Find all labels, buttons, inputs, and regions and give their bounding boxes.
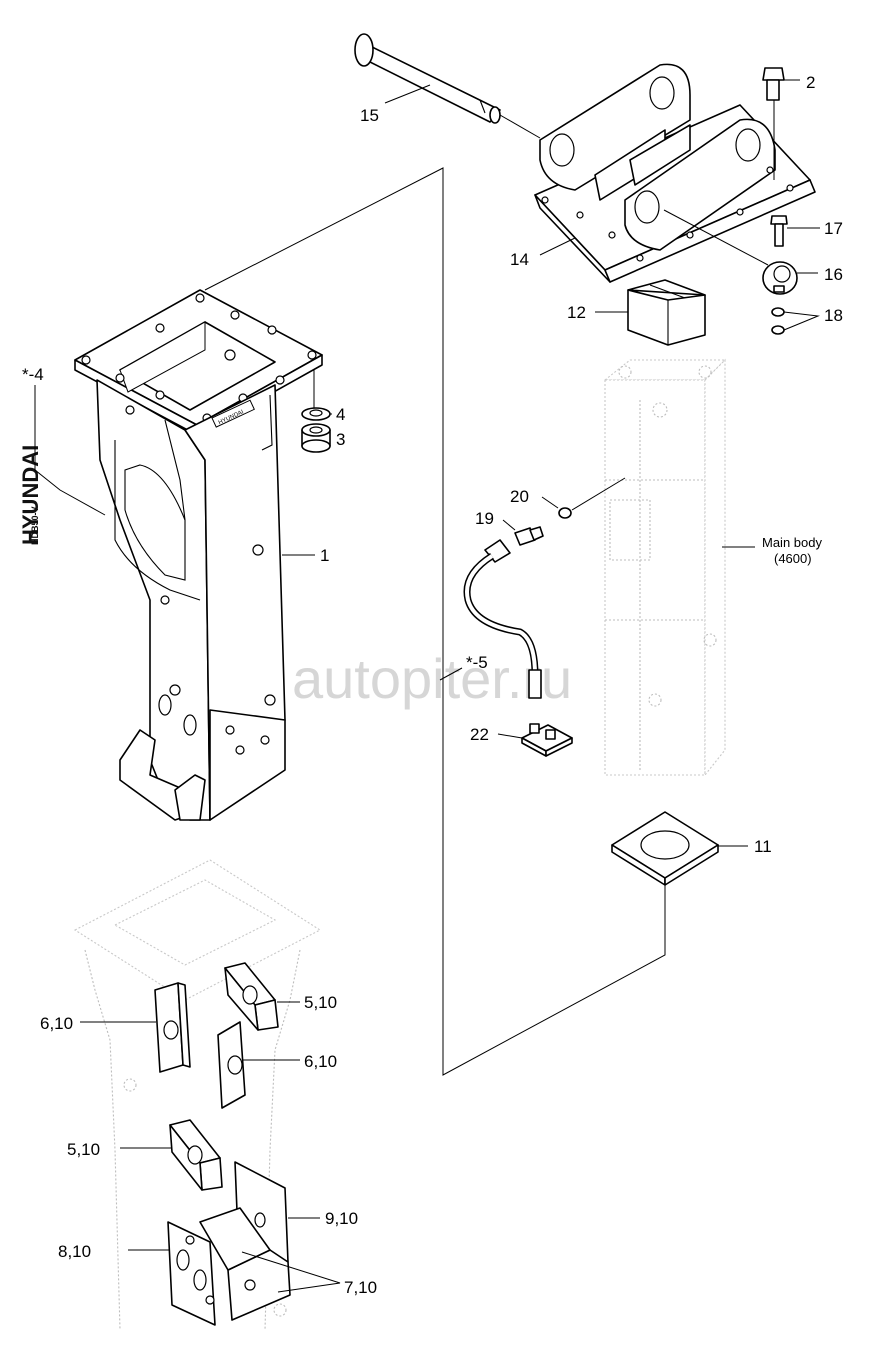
bushing-part-3 (301, 370, 331, 453)
plate-part-8 (128, 1221, 216, 1326)
assembly-guide-lines (204, 167, 666, 1076)
watermark-text: autopiter.ru (292, 647, 572, 710)
adapter-part-19 (502, 519, 544, 546)
bolt-part-2 (762, 67, 800, 180)
label-12: 12 (567, 303, 586, 322)
bracket-part-14 (499, 63, 816, 283)
shim-part-5-upper (224, 962, 300, 1031)
label-11: 11 (754, 837, 772, 856)
shim-part-6-right (217, 1021, 300, 1109)
label-15: 15 (360, 106, 379, 125)
label-star-4: *-4 (22, 365, 44, 384)
side-brand-text: HYUNDAI (18, 445, 43, 545)
hose-part-5 (439, 539, 542, 699)
label-star-5: *-5 (466, 653, 488, 672)
label-5-10-upper: 5,10 (304, 993, 337, 1012)
label-14: 14 (510, 250, 529, 269)
main-body-name: Main body (762, 535, 822, 550)
main-body-ghost: Main body (4600) (603, 358, 822, 777)
shim-part-6-left (80, 982, 191, 1073)
label-19: 19 (475, 509, 494, 528)
collar-part-16 (663, 209, 818, 295)
housing-ghost (73, 859, 322, 1331)
label-7-10: 7,10 (344, 1278, 377, 1297)
part-labels: 15 2 14 17 16 18 12 4 3 *-4 1 20 19 *-5 … (22, 73, 843, 1297)
side-branding: HYUNDAI (18, 445, 43, 545)
label-9-10: 9,10 (325, 1209, 358, 1228)
bolt-part-17 (770, 215, 820, 247)
label-2: 2 (806, 73, 815, 92)
label-18: 18 (824, 306, 843, 325)
label-6-10-right: 6,10 (304, 1052, 337, 1071)
plate-part-7 (199, 1207, 341, 1321)
label-6-10-left: 6,10 (40, 1014, 73, 1033)
label-22: 22 (470, 725, 489, 744)
nuts-part-18 (771, 307, 820, 335)
label-5-10-lower: 5,10 (67, 1140, 100, 1159)
leader-lines (34, 84, 576, 556)
plate-part-22 (497, 723, 573, 757)
washer-part-4 (301, 407, 332, 421)
cushion-part-12 (595, 279, 706, 346)
oring-part-20 (541, 477, 626, 519)
main-body-code: (4600) (774, 551, 812, 566)
label-16: 16 (824, 265, 843, 284)
shim-part-5-lower (120, 1119, 223, 1191)
buffer-part-11 (611, 811, 748, 886)
side-model-text: HDB50-V (30, 506, 40, 545)
label-1: 1 (320, 546, 329, 565)
side-model: HDB50-V (30, 506, 40, 545)
housing-part-1: HYUNDAI (74, 289, 323, 821)
label-8-10: 8,10 (58, 1242, 91, 1261)
label-20: 20 (510, 487, 529, 506)
label-17: 17 (824, 219, 843, 238)
pin-part-15 (354, 33, 501, 124)
label-4: 4 (336, 405, 345, 424)
label-3: 3 (336, 430, 345, 449)
